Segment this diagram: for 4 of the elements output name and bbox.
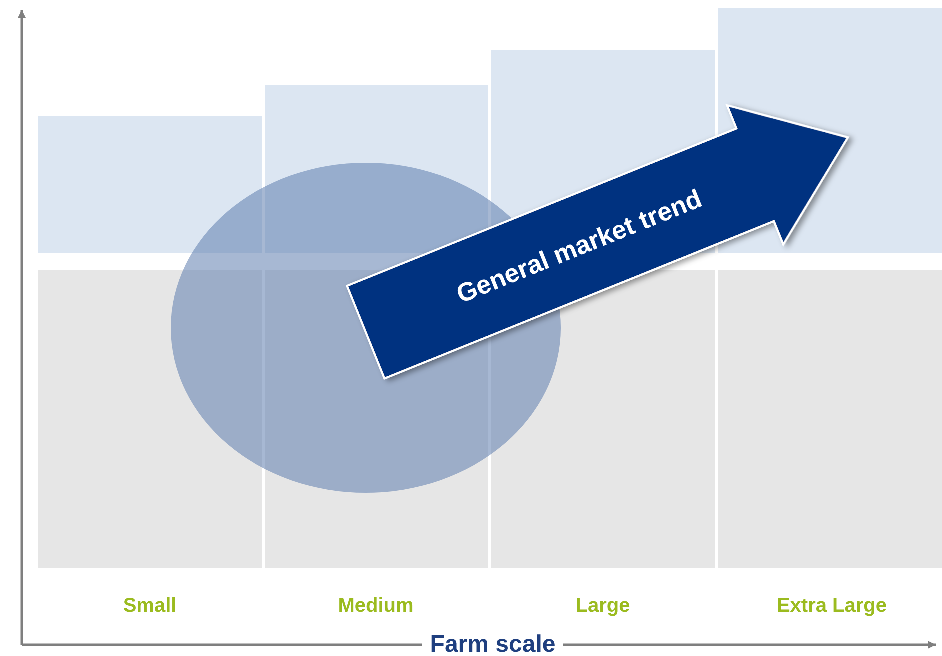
category-label: Large bbox=[576, 595, 630, 618]
category-label: Extra Large bbox=[776, 595, 888, 618]
category-label: Medium bbox=[338, 595, 414, 618]
category-label: Small bbox=[123, 595, 177, 618]
